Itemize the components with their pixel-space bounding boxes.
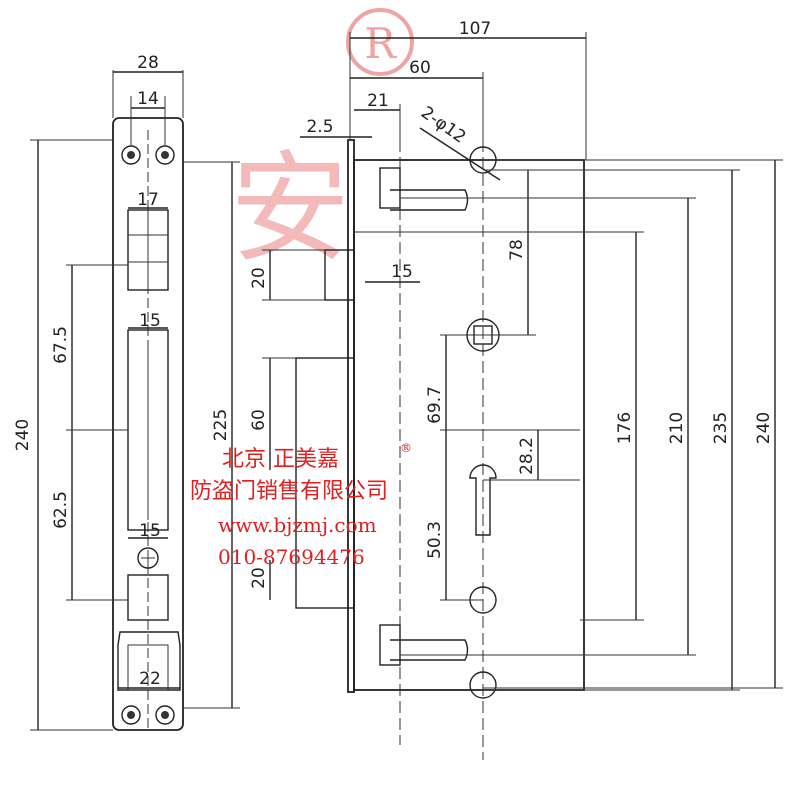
vendor-line1: 北京 正美嘉: [222, 447, 339, 472]
faceplate-outline: [112, 117, 184, 731]
dim-front-depth: 21: [367, 91, 389, 111]
faceplate-view: 28 14 17 15 15 22 240 67.5 62.5 225: [13, 53, 240, 731]
dim-bolt-offset: 15: [391, 262, 413, 282]
dim-latch-height: 20: [249, 267, 269, 289]
mount-hole-bottom: [469, 671, 497, 699]
dim-lower-width: 22: [139, 669, 161, 689]
dim-spindle-to-hole: 78: [507, 239, 527, 261]
vendor-line2: 防盗门销售有限公司: [190, 479, 388, 504]
dim-overall-length: 240: [13, 419, 33, 451]
dim-cylinder-to-hole: 50.3: [425, 521, 445, 559]
dim-lower-height: 20: [249, 567, 269, 589]
dim-hole-spacing: 14: [137, 89, 159, 109]
dim-backset: 60: [409, 58, 431, 78]
dim-spindle-to-latch: 69.7: [425, 386, 445, 424]
dim-plate-thickness: 2.5: [306, 117, 333, 137]
registered-logo-letter: R: [364, 19, 397, 68]
dim-lower-distance: 62.5: [51, 491, 71, 529]
dim-cylinder-offset: 28.2: [517, 437, 537, 475]
dim-240: 240: [754, 412, 774, 444]
lower-slot: [117, 631, 181, 691]
watermark-character: 安: [230, 140, 350, 279]
dim-faceplate-width: 28: [137, 53, 159, 73]
dim-210: 210: [667, 412, 687, 444]
latch-body: [324, 249, 355, 301]
dim-cylinder-width: 15: [139, 521, 161, 541]
dim-bolt-width: 15: [139, 311, 161, 331]
lock-case: [353, 159, 585, 691]
side-view: 107 60 21 2.5 2-φ12 78 20 15 60 20: [249, 19, 783, 760]
cylinder-profile: [469, 464, 497, 536]
dim-overall-depth: 107: [459, 19, 491, 39]
vendor-reg-mark: ®: [400, 441, 412, 455]
vendor-phone: 010-87694476: [218, 545, 365, 569]
dim-176: 176: [615, 412, 635, 444]
dim-latch-width: 17: [137, 190, 159, 210]
watermark: R 安: [230, 8, 414, 279]
dim-bolt-height: 60: [249, 409, 269, 431]
registered-logo-circle: [346, 8, 414, 76]
cylinder-cam: [137, 547, 159, 569]
dim-upper-distance: 67.5: [51, 326, 71, 364]
dim-hole-length: 225: [211, 409, 231, 441]
dim-mount-holes: 2-φ12: [417, 103, 469, 148]
dim-235: 235: [711, 412, 731, 444]
deadbolt-body: [295, 357, 355, 609]
auxiliary-latch: [127, 574, 169, 621]
vendor-watermark: 北京 正美嘉 ® 防盗门销售有限公司 www.bjzmj.com 010-876…: [190, 441, 412, 569]
vendor-url: www.bjzmj.com: [218, 513, 377, 537]
